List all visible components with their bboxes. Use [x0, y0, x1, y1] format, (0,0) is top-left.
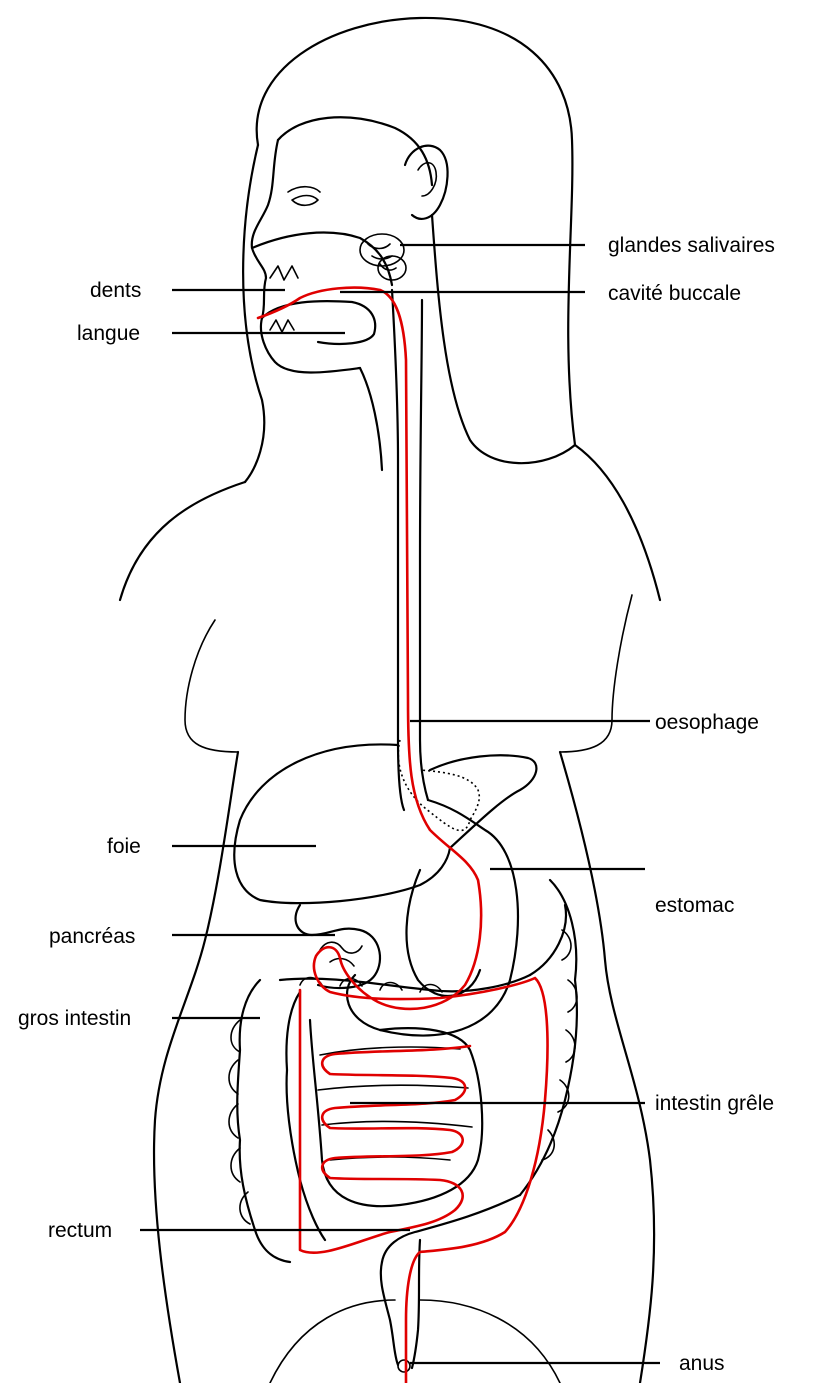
salivary-glands — [360, 234, 406, 280]
label-foie: foie — [107, 835, 141, 858]
upper-teeth — [270, 266, 298, 280]
pancreas — [296, 905, 380, 988]
label-estomac: estomac — [655, 894, 734, 917]
tongue — [262, 301, 375, 344]
label-oesophage: oesophage — [655, 711, 759, 734]
anus-ring — [398, 1360, 410, 1372]
label-rectum: rectum — [48, 1219, 112, 1242]
lower-teeth — [270, 320, 294, 332]
label-anus: anus — [679, 1352, 725, 1375]
label-intestin-grele: intestin grêle — [655, 1092, 774, 1115]
label-glandes-salivaires: glandes salivaires — [608, 234, 775, 257]
label-dents: dents — [90, 279, 141, 302]
digestive-tract-path — [258, 288, 548, 1383]
label-langue: langue — [77, 322, 140, 345]
label-gros-intestin: gros intestin — [18, 1007, 131, 1030]
palate — [252, 233, 392, 285]
label-cavite-buccale: cavité buccale — [608, 282, 741, 305]
liver — [234, 744, 536, 903]
esophagus-outline — [392, 290, 428, 810]
label-pancreas: pancréas — [49, 925, 135, 948]
leader-lines — [140, 245, 660, 1363]
